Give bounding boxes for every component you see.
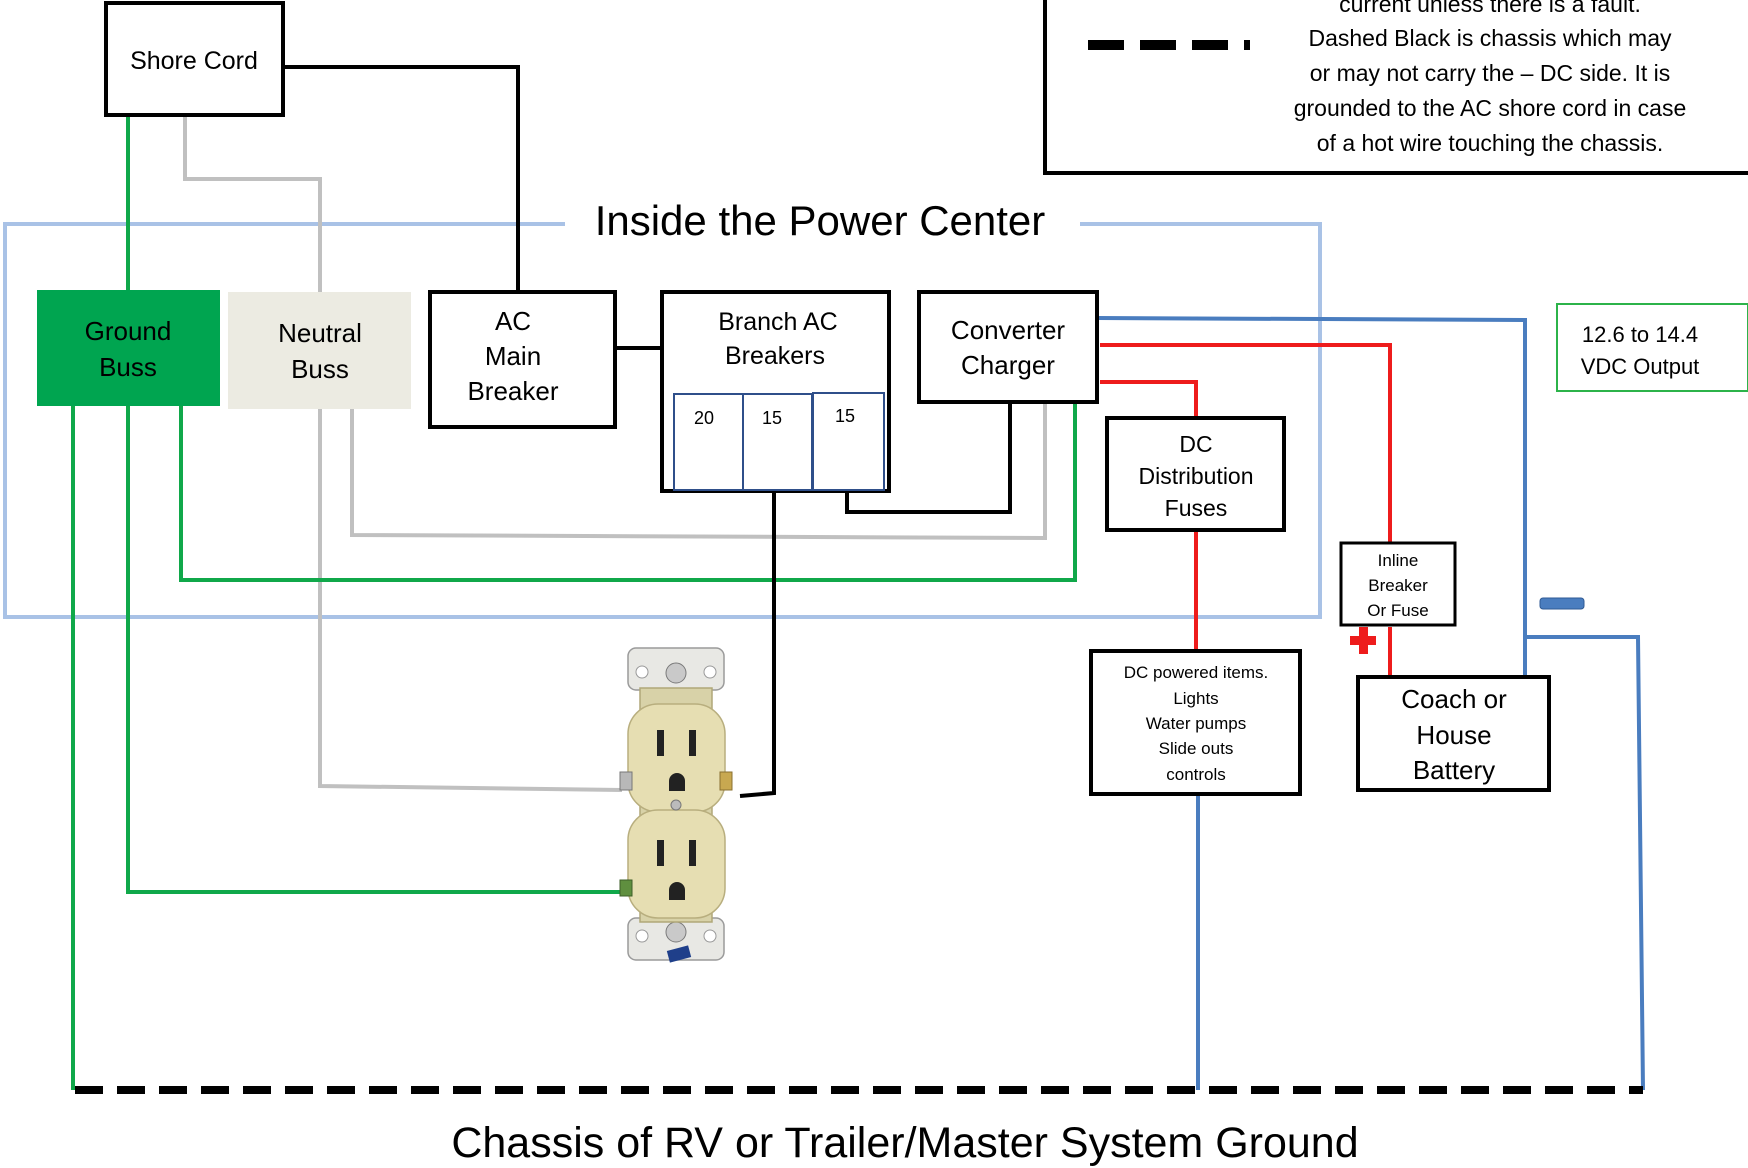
neutral-buss-box bbox=[228, 292, 411, 409]
legend-line-3: or may not carry the – DC side. It is bbox=[1310, 60, 1670, 86]
shore-neutral-wire bbox=[183, 117, 322, 296]
ac-main-breaker: AC Main Breaker bbox=[428, 290, 617, 429]
ac-main-breaker-box bbox=[428, 290, 617, 429]
branch-to-converter-wire bbox=[845, 403, 1012, 514]
hot-wires bbox=[283, 65, 1012, 798]
inline-breaker-label-3: Or Fuse bbox=[1367, 601, 1428, 620]
ground-to-outlet-wire bbox=[126, 404, 630, 894]
ground-wires bbox=[71, 117, 1077, 1090]
breaker-15-a-label: 15 bbox=[762, 408, 782, 428]
converter-label-1: Converter bbox=[951, 315, 1065, 345]
duplex-outlet-icon bbox=[619, 647, 733, 963]
dc-fuses-label-3: Fuses bbox=[1165, 495, 1228, 521]
output-note: 12.6 to 14.4 VDC Output bbox=[1556, 303, 1748, 392]
breaker-20 bbox=[673, 393, 744, 491]
dc-items-label-5: controls bbox=[1166, 765, 1226, 784]
minus-icon bbox=[1539, 597, 1585, 610]
ac-main-label-1: AC bbox=[495, 306, 531, 336]
legend-line-5: of a hot wire touching the chassis. bbox=[1317, 130, 1663, 156]
breaker-15-b bbox=[812, 392, 885, 491]
dc-items-label-1: DC powered items. bbox=[1124, 663, 1269, 682]
branch-breakers: Branch AC Breakers 20 15 15 bbox=[660, 290, 891, 493]
inline-breaker-label-1: Inline bbox=[1378, 551, 1419, 570]
output-note-box bbox=[1556, 303, 1748, 392]
dc-negative-wires bbox=[1096, 316, 1645, 1091]
legend-box bbox=[1043, 0, 1748, 175]
legend-line-4: grounded to the AC shore cord in case bbox=[1294, 95, 1687, 121]
converter-to-inline-wire bbox=[1100, 343, 1392, 542]
dc-items-label-2: Lights bbox=[1173, 689, 1218, 708]
ground-buss: Ground Buss bbox=[37, 290, 220, 406]
dc-powered-items: DC powered items. Lights Water pumps Sli… bbox=[1089, 649, 1302, 796]
house-battery: Coach or House Battery bbox=[1356, 675, 1551, 792]
battery-negative-to-chassis-wire bbox=[1525, 635, 1645, 1091]
dc-distribution-fuses: DC Distribution Fuses bbox=[1105, 416, 1286, 532]
branch-label-2: Breakers bbox=[725, 342, 825, 370]
neutral-buss-label-1: Neutral bbox=[278, 318, 362, 348]
branch-label-1: Branch AC bbox=[718, 308, 838, 336]
battery-label-2: House bbox=[1416, 720, 1491, 750]
neutral-buss-label-2: Buss bbox=[291, 354, 349, 384]
shore-cord-label: Shore Cord bbox=[130, 47, 258, 75]
output-note-label-2: VDC Output bbox=[1581, 354, 1700, 379]
neutral-wires bbox=[183, 117, 1047, 792]
ac-main-label-3: Breaker bbox=[467, 376, 558, 406]
dc-fuses-label-1: DC bbox=[1179, 431, 1212, 457]
inline-breaker-box bbox=[1339, 541, 1457, 627]
legend-line-2: Dashed Black is chassis which may bbox=[1308, 25, 1672, 51]
power-center-title: Inside the Power Center bbox=[595, 197, 1046, 244]
branch-to-outlet-wire bbox=[739, 491, 776, 798]
inline-breaker-label-2: Breaker bbox=[1368, 576, 1428, 595]
breaker-20-label: 20 bbox=[694, 408, 714, 428]
ground-buss-label-1: Ground bbox=[85, 316, 172, 346]
dc-fuses-label-2: Distribution bbox=[1138, 463, 1253, 489]
neutral-buss: Neutral Buss bbox=[228, 292, 411, 409]
ground-to-converter-wire bbox=[179, 403, 1077, 582]
dc-items-label-4: Slide outs bbox=[1159, 739, 1234, 758]
dc-items-box bbox=[1089, 649, 1302, 796]
dc-positive-wires bbox=[1100, 343, 1392, 676]
ground-buss-label-2: Buss bbox=[99, 352, 157, 382]
legend: current unless there is a fault. Dashed … bbox=[1043, 0, 1748, 175]
converter-charger-box bbox=[917, 290, 1099, 404]
neutral-to-outlet-wire bbox=[318, 408, 623, 792]
plus-icon bbox=[1350, 627, 1376, 654]
breaker-15-a bbox=[742, 393, 813, 491]
legend-line-1: current unless there is a fault. bbox=[1339, 0, 1641, 17]
inline-breaker: Inline Breaker Or Fuse bbox=[1339, 541, 1457, 627]
battery-label-1: Coach or bbox=[1401, 684, 1507, 714]
chassis-title: Chassis of RV or Trailer/Master System G… bbox=[451, 1119, 1358, 1167]
shore-cord: Shore Cord bbox=[104, 1, 285, 117]
output-note-label-1: 12.6 to 14.4 bbox=[1582, 322, 1698, 347]
ac-main-label-2: Main bbox=[485, 341, 541, 371]
battery-box bbox=[1356, 675, 1551, 792]
shore-hot-wire bbox=[283, 65, 520, 292]
neutral-to-converter-wire bbox=[350, 403, 1047, 541]
converter-charger: Converter Charger bbox=[917, 290, 1099, 404]
shore-cord-box bbox=[104, 1, 285, 117]
converter-negative-wire bbox=[1096, 316, 1527, 676]
dc-fuses-box bbox=[1105, 416, 1286, 532]
ground-buss-box bbox=[37, 290, 220, 406]
battery-label-3: Battery bbox=[1413, 755, 1495, 785]
dc-items-label-3: Water pumps bbox=[1146, 714, 1246, 733]
breaker-15-b-label: 15 bbox=[835, 406, 855, 426]
power-center: Inside the Power Center bbox=[3, 197, 1322, 619]
power-center-border bbox=[3, 222, 1322, 619]
converter-label-2: Charger bbox=[961, 350, 1055, 380]
converter-to-fuses-wire bbox=[1100, 380, 1198, 417]
